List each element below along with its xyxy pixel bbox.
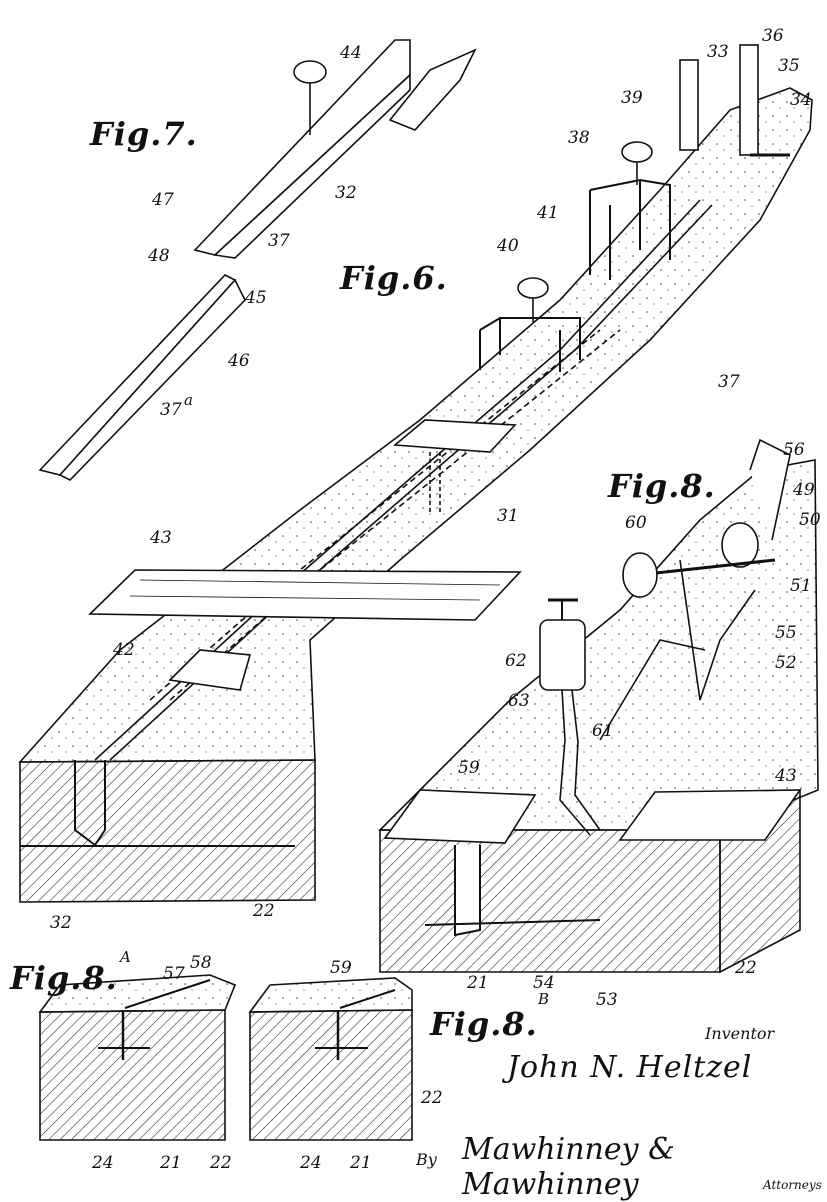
label-43-right: 43	[775, 766, 797, 786]
label-47: 47	[152, 190, 174, 210]
fig6-title: Fig.6.	[340, 259, 448, 297]
label-52: 52	[775, 653, 797, 673]
fig6-drawing	[18, 44, 813, 903]
label-44: 44	[340, 43, 362, 63]
attorney-by-label: By	[416, 1150, 437, 1169]
label-22-b: 22	[421, 1088, 443, 1108]
label-43-top: 43	[150, 528, 172, 548]
fig8b-drawing	[248, 977, 413, 1141]
label-21-left: 21	[160, 1153, 182, 1173]
label-35: 35	[778, 56, 800, 76]
label-32-bottom: 32	[50, 913, 72, 933]
label-21-mid: 21	[467, 973, 489, 993]
label-37-mid: 37	[718, 372, 740, 392]
fig8b-title: Fig.8.	[430, 1005, 538, 1043]
label-37-top: 37	[268, 231, 290, 251]
label-36: 36	[762, 26, 784, 46]
fig8a-drawing	[38, 974, 237, 1141]
label-39: 39	[621, 88, 643, 108]
label-21-right: 21	[350, 1153, 372, 1173]
label-56: 56	[783, 440, 805, 460]
label-59-bottom: 59	[330, 958, 352, 978]
inventor-label: Inventor	[705, 1024, 775, 1043]
label-34: 34	[790, 90, 812, 110]
fig8-drawing	[378, 438, 819, 974]
label-54: 54	[533, 973, 555, 993]
label-63: 63	[508, 691, 530, 711]
label-42: 42	[113, 640, 135, 660]
fig8-title: Fig.8.	[608, 467, 716, 505]
label-22-a: 22	[210, 1153, 232, 1173]
label-22-right: 22	[735, 958, 757, 978]
label-24-left: 24	[92, 1153, 114, 1173]
label-31: 31	[497, 506, 519, 526]
label-48: 48	[148, 246, 170, 266]
label-51: 51	[790, 576, 812, 596]
label-55: 55	[775, 623, 797, 643]
fig8a-title: Fig.8.	[10, 959, 118, 997]
fig7-drawing	[38, 39, 477, 481]
label-57: 57	[163, 964, 185, 984]
label-33: 33	[707, 42, 729, 62]
label-50: 50	[799, 510, 821, 530]
fig7-title: Fig.7.	[90, 115, 198, 153]
label-49: 49	[793, 480, 815, 500]
fig8a-superscript: A	[120, 948, 131, 966]
label-40: 40	[497, 236, 519, 256]
label-61: 61	[592, 721, 614, 741]
label-38: 38	[568, 128, 590, 148]
label-37a: 37	[160, 400, 182, 420]
label-58: 58	[190, 953, 212, 973]
fig8b-superscript: B	[538, 990, 550, 1008]
label-41: 41	[537, 203, 559, 223]
label-53: 53	[596, 990, 618, 1010]
label-24-right: 24	[300, 1153, 322, 1173]
label-22-left: 22	[253, 901, 275, 921]
label-60: 60	[625, 513, 647, 533]
attorneys-label: Attorneys	[763, 1178, 822, 1192]
label-32-top: 32	[335, 183, 357, 203]
label-62: 62	[505, 651, 527, 671]
inventor-name: John N. Heltzel	[507, 1050, 753, 1085]
label-45: 45	[245, 288, 267, 308]
label-46: 46	[228, 351, 250, 371]
label-59-mid: 59	[458, 758, 480, 778]
label-37a-superscript: a	[184, 391, 193, 409]
